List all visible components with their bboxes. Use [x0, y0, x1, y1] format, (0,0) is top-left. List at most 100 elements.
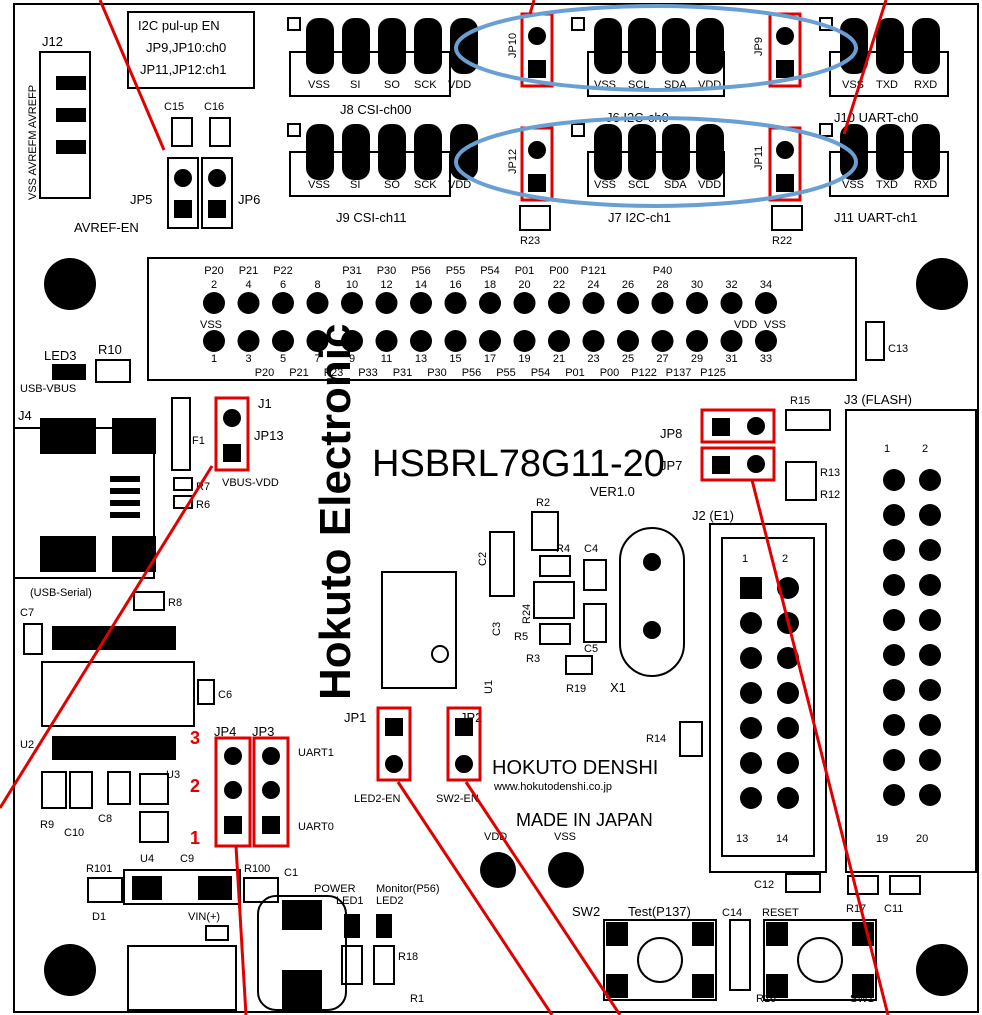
r4-body — [539, 555, 571, 577]
test-label: Test(P137) — [628, 904, 691, 919]
c13-label: C13 — [888, 343, 908, 355]
r23-body — [519, 205, 551, 231]
uart0-label: UART0 — [298, 821, 334, 833]
j9-pin-vss: VSS — [308, 179, 330, 191]
j2-pin2-label: 2 — [782, 553, 788, 565]
vss-testpoint — [548, 852, 584, 888]
ellipse-i2c-ch0 — [454, 4, 858, 92]
r100-body — [243, 877, 279, 903]
j2-pin — [740, 752, 762, 774]
c6-label: C6 — [218, 689, 232, 701]
j11-pin-rxd: RXD — [914, 179, 937, 191]
header-pin-number: 10 — [346, 279, 358, 291]
header-pin-number: 21 — [553, 353, 565, 365]
j2-pin14-label: 14 — [776, 833, 788, 845]
vbus-vdd-label: VBUS-VDD — [222, 477, 279, 489]
jp13-body — [214, 396, 250, 472]
j11-pin-txd: TXD — [876, 179, 898, 191]
jp13-pin — [223, 409, 241, 427]
r1-body — [341, 945, 363, 985]
c1-pad — [282, 970, 322, 1010]
j4-pin — [110, 476, 140, 482]
maker-url: www.hokutodenshi.co.jp — [493, 781, 612, 793]
j3-pin — [883, 609, 905, 631]
j12-pin — [56, 140, 86, 154]
r24-label: R24 — [521, 604, 533, 624]
header-signal-label: P30 — [427, 367, 447, 379]
header-pin-number: 8 — [314, 279, 320, 291]
c14-body — [729, 919, 751, 991]
j3-pin — [883, 784, 905, 806]
j3-pin — [919, 784, 941, 806]
header-pin-number: 19 — [518, 353, 530, 365]
header-pin — [306, 292, 329, 314]
jp13-label: JP13 — [254, 428, 284, 443]
j12-pins-label: VSS AVREFM AVREFP — [27, 85, 39, 200]
header-signal-label: P00 — [549, 265, 569, 277]
c4-body — [583, 559, 607, 591]
header-pin — [237, 330, 260, 352]
jp4-body — [214, 736, 252, 848]
header-vss-label: VSS — [200, 319, 222, 331]
i2c-note-line3: JP11,JP12:ch1 — [140, 62, 226, 77]
header-pin — [375, 292, 398, 314]
i2c-note-box — [127, 11, 255, 89]
jp3-pin2 — [262, 781, 280, 799]
jp-pos-2: 2 — [190, 776, 200, 796]
jp11-pin-square — [776, 174, 794, 192]
header-signal-label: P56 — [462, 367, 482, 379]
c8-body — [107, 771, 131, 805]
header-pin-number: 26 — [622, 279, 634, 291]
c10-body — [69, 771, 93, 809]
r23-label: R23 — [520, 235, 540, 247]
jp2-pin — [455, 755, 473, 773]
header-pin — [272, 292, 294, 314]
header-pin-number: 14 — [415, 279, 427, 291]
jp12-pin-square — [528, 174, 546, 192]
j3-pin — [919, 609, 941, 631]
header-pin-number: 2 — [211, 279, 217, 291]
j2-pin — [777, 577, 799, 599]
r8-body — [133, 591, 165, 611]
u2-pins-bottom — [52, 736, 176, 760]
r18-body — [373, 945, 395, 985]
j2-pin — [740, 682, 762, 704]
x1-label: X1 — [610, 680, 626, 695]
r3-label: R3 — [526, 653, 540, 665]
i2c-note-line1: I2C pul-up EN — [138, 18, 220, 33]
jp5-pin-square — [174, 200, 192, 218]
header-pin — [375, 330, 398, 352]
sw1-button — [797, 937, 843, 983]
header-pin — [755, 292, 777, 314]
c1-pad — [282, 900, 322, 930]
r15-body — [785, 409, 831, 431]
jp8-label: JP8 — [660, 426, 682, 441]
j3-pin-grid — [883, 469, 941, 806]
header-signal-label: P40 — [653, 265, 673, 277]
r100-label: R100 — [244, 863, 270, 875]
j4-pad — [40, 418, 96, 454]
j4-pad — [40, 536, 96, 572]
j6-connector — [571, 17, 725, 97]
jp9-label: JP9 — [753, 37, 765, 56]
header-pin — [203, 330, 225, 352]
header-pin — [479, 292, 501, 314]
jp9-pin — [776, 27, 794, 45]
r9-label: R9 — [40, 819, 54, 831]
sw2-pad — [606, 974, 628, 998]
jp3-label: JP3 — [252, 724, 274, 739]
j3-pin — [883, 679, 905, 701]
u1-body — [381, 571, 457, 689]
header-pin — [686, 292, 708, 314]
jp3-body — [252, 736, 290, 848]
j2-pin — [777, 787, 799, 809]
header-pin-number: 25 — [622, 353, 634, 365]
header-pin — [548, 292, 570, 314]
jp3-pin1 — [262, 816, 280, 834]
sw1-label: SW1 — [850, 993, 874, 1005]
led3-body — [52, 364, 86, 380]
u2-body — [41, 661, 195, 727]
j3-pin — [883, 714, 905, 736]
